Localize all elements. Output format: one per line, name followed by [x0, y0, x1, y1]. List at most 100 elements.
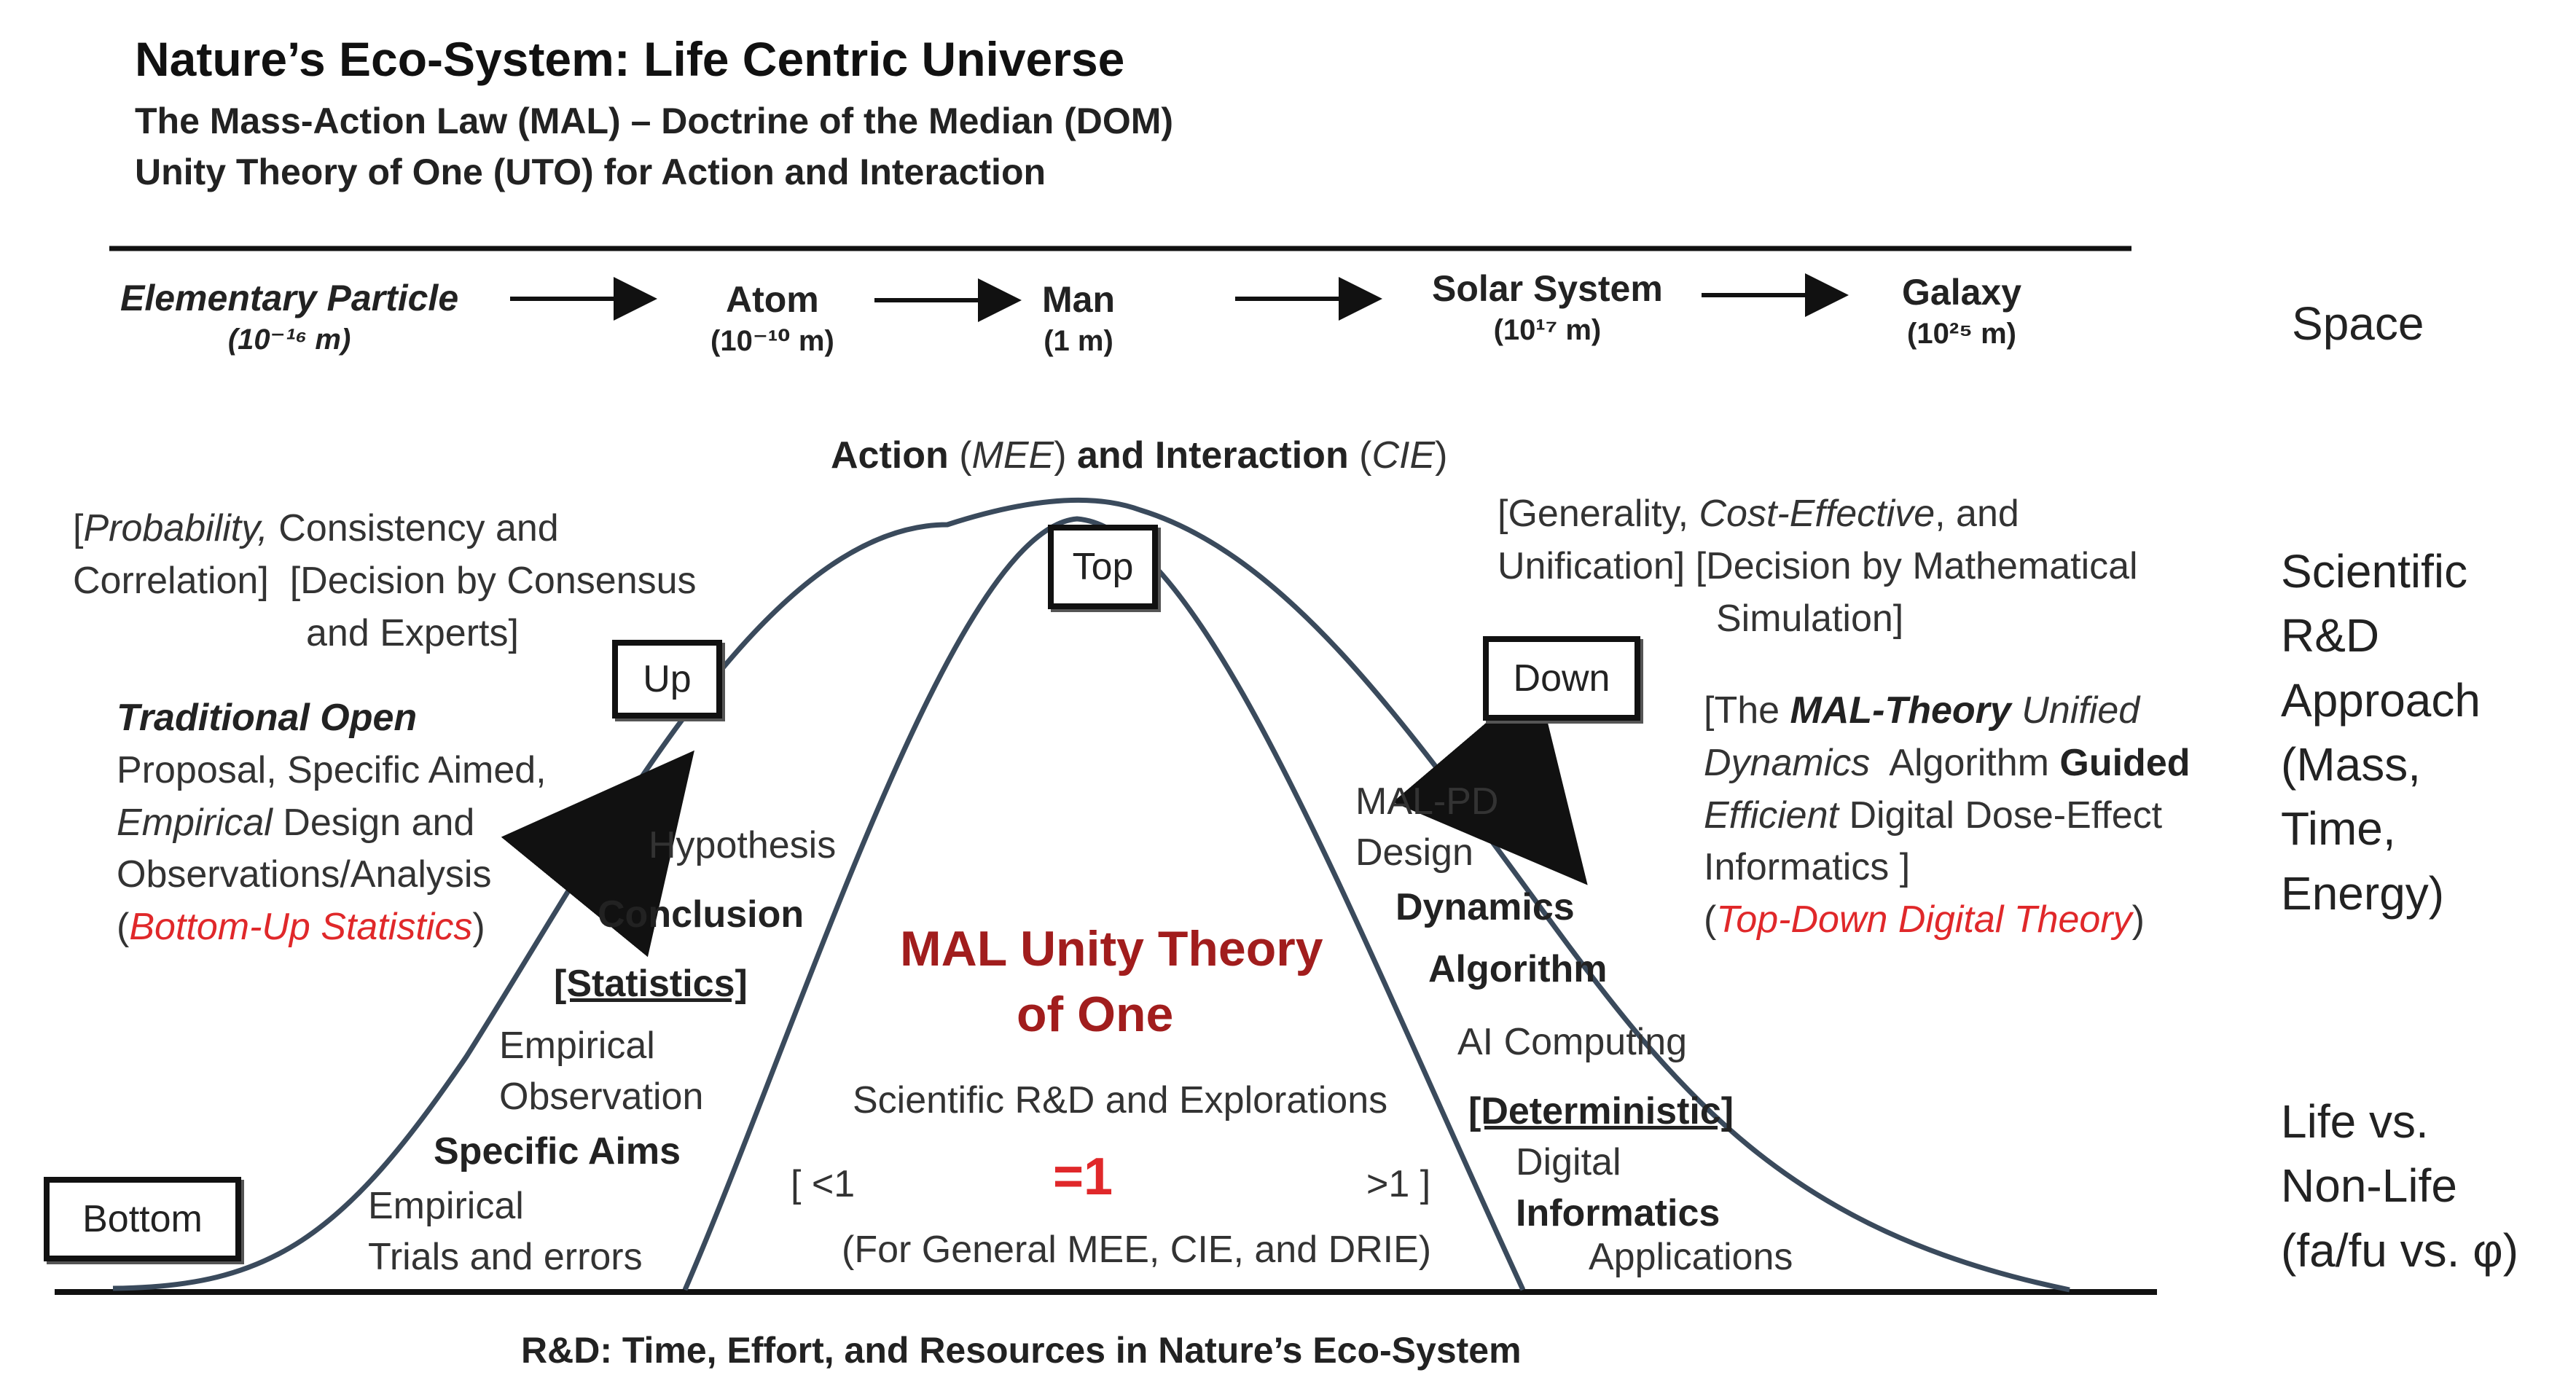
lbl-empirical-2: Empirical	[368, 1185, 524, 1227]
axis-space: Space	[2292, 297, 2424, 350]
lbl-observation: Observation	[499, 1076, 704, 1118]
footer-caption: R&D: Time, Effort, and Resources in Natu…	[521, 1330, 1522, 1371]
lbl-algorithm: Algorithm	[1428, 948, 1608, 990]
peak-mee: MEE	[971, 434, 1054, 477]
life-line: (fa/fu vs. φ)	[2281, 1223, 2518, 1277]
left-notes-block: [Probability, Consistency and Correlatio…	[73, 503, 697, 659]
box-up: Up	[612, 640, 722, 719]
note-mal-theory: MAL-Theory	[1790, 689, 2011, 732]
lbl-conclusion: Conclusion	[598, 893, 804, 936]
note-traditional-open: Traditional Open	[117, 697, 418, 739]
center-title-1: MAL Unity Theory	[900, 921, 1323, 976]
rd-line: Energy)	[2281, 866, 2445, 920]
note-proposal: Proposal, Specific Aimed,	[117, 748, 547, 791]
lbl-specific-aims: Specific Aims	[434, 1130, 681, 1172]
life-line: Life vs.	[2281, 1095, 2429, 1148]
center-gt: >1 ]	[1366, 1163, 1431, 1205]
note-cost-effective: Cost-Effective	[1699, 493, 1935, 535]
note-and: , and	[1935, 493, 2019, 535]
left-approach-block: Traditional Open Proposal, Specific Aime…	[117, 692, 547, 954]
note-bottom-up: Bottom-Up Statistics	[129, 906, 473, 948]
rd-line: Scientific	[2281, 545, 2468, 598]
peak-action: Action	[831, 434, 949, 477]
note-guided: Guided	[2059, 741, 2191, 784]
note-the: [The	[1704, 689, 1780, 732]
note-unified: Unified	[2021, 689, 2140, 732]
note-algorithm: Algorithm	[1889, 741, 2049, 784]
up-arrow	[501, 750, 694, 958]
lbl-dynamics: Dynamics	[1395, 886, 1575, 928]
center-title-2: of One	[1017, 987, 1174, 1042]
center-lt: [ <1	[791, 1163, 856, 1205]
peak-interaction: Interaction	[1154, 434, 1349, 477]
lbl-trials: Trials and errors	[368, 1236, 643, 1278]
scale-galaxy: Galaxy (10²⁵ m)	[1902, 270, 2021, 352]
right-notes-block: [Generality, Cost-Effective, and Unifica…	[1498, 488, 2138, 645]
note-empirical: Empirical	[117, 801, 273, 844]
diagram-title: Nature’s Eco-System: Life Centric Univer…	[135, 32, 1125, 86]
scale-name: Galaxy	[1902, 272, 2022, 313]
note-digital-dose: Digital Dose-Effect	[1849, 794, 2163, 837]
scale-size: (10⁻¹⁰ m)	[710, 324, 834, 357]
lbl-statistics: [Statistics]	[554, 963, 748, 1005]
peak-label: Action (MEE) and Interaction (CIE)	[831, 434, 1448, 477]
note-correlation: Correlation]	[73, 559, 269, 602]
lbl-empirical: Empirical	[499, 1025, 655, 1067]
subtitle-line-1: The Mass-Action Law (MAL) – Doctrine of …	[135, 101, 1174, 141]
note-efficient: Efficient	[1704, 794, 1839, 837]
center-subtitle: Scientific R&D and Explorations	[853, 1079, 1388, 1121]
note-generality: [Generality,	[1498, 493, 1689, 535]
box-top: Top	[1048, 525, 1158, 609]
lbl-applications: Applications	[1589, 1236, 1793, 1278]
scale-size: (10²⁵ m)	[1907, 317, 2016, 350]
note-design-and: Design and	[283, 801, 475, 844]
lbl-design: Design	[1355, 831, 1473, 874]
lbl-mal-pd: MAL-PD	[1355, 780, 1499, 823]
rd-line: (Mass,	[2281, 737, 2421, 791]
axis-life: Life vs. Non-Life (fa/fu vs. φ)	[2281, 1089, 2518, 1283]
scale-solar-system: Solar System (10¹⁷ m)	[1432, 266, 1663, 348]
note-unification: Unification]	[1498, 544, 1686, 587]
note-dynamics: Dynamics	[1704, 741, 1871, 784]
center-general: (For General MEE, CIE, and DRIE)	[842, 1229, 1432, 1271]
lbl-ai-computing: AI Computing	[1457, 1021, 1688, 1063]
note-decision-math-1: [Decision by Mathematical	[1695, 544, 2138, 587]
note-top-down: Top-Down Digital Theory	[1716, 898, 2132, 941]
rd-line: Approach	[2281, 673, 2481, 727]
center-eq: =1	[1053, 1148, 1113, 1206]
scale-man: Man (1 m)	[1042, 277, 1115, 359]
scale-size: (10⁻¹⁶ m)	[227, 323, 351, 356]
lbl-deterministic: [Deterministic]	[1468, 1090, 1734, 1132]
note-probability: Probability,	[83, 507, 268, 549]
note-decision-1: [Decision by Consensus	[289, 559, 697, 602]
outer-bell-curve	[112, 497, 2070, 1293]
subtitle-line-2: Unity Theory of One (UTO) for Action and…	[135, 152, 1046, 192]
axis-rd-approach: Scientific R&D Approach (Mass, Time, Ene…	[2281, 539, 2481, 925]
peak-cie: CIE	[1371, 434, 1436, 477]
lbl-digital: Digital	[1516, 1141, 1621, 1183]
scale-size: (10¹⁷ m)	[1493, 313, 1602, 346]
note-decision-math-2: Simulation]	[1716, 597, 1904, 640]
scale-name: Atom	[726, 279, 819, 320]
scale-elementary-particle: Elementary Particle (10⁻¹⁶ m)	[120, 275, 458, 358]
lbl-hypothesis: Hypothesis	[649, 824, 837, 866]
rd-line: R&D	[2281, 609, 2380, 662]
box-down: Down	[1483, 636, 1640, 721]
scale-name: Elementary Particle	[120, 278, 459, 318]
inner-bell-curve	[682, 516, 1526, 1291]
life-line: Non-Life	[2281, 1159, 2457, 1213]
note-informatics: Informatics ]	[1704, 846, 1911, 889]
lbl-informatics: Informatics	[1516, 1192, 1720, 1234]
scale-atom: Atom (10⁻¹⁰ m)	[710, 277, 834, 359]
scale-name: Solar System	[1432, 268, 1663, 309]
peak-and: and	[1076, 434, 1145, 477]
down-arrow	[1393, 679, 1588, 885]
rd-line: Time,	[2281, 802, 2396, 856]
scale-name: Man	[1042, 279, 1115, 320]
scale-size: (1 m)	[1044, 324, 1113, 357]
right-approach-block: [The MAL-Theory Unified Dynamics Algorit…	[1704, 689, 2191, 941]
note-decision-2: and Experts]	[306, 611, 519, 654]
box-bottom: Bottom	[44, 1177, 241, 1261]
note-observations: Observations/Analysis	[117, 853, 492, 896]
